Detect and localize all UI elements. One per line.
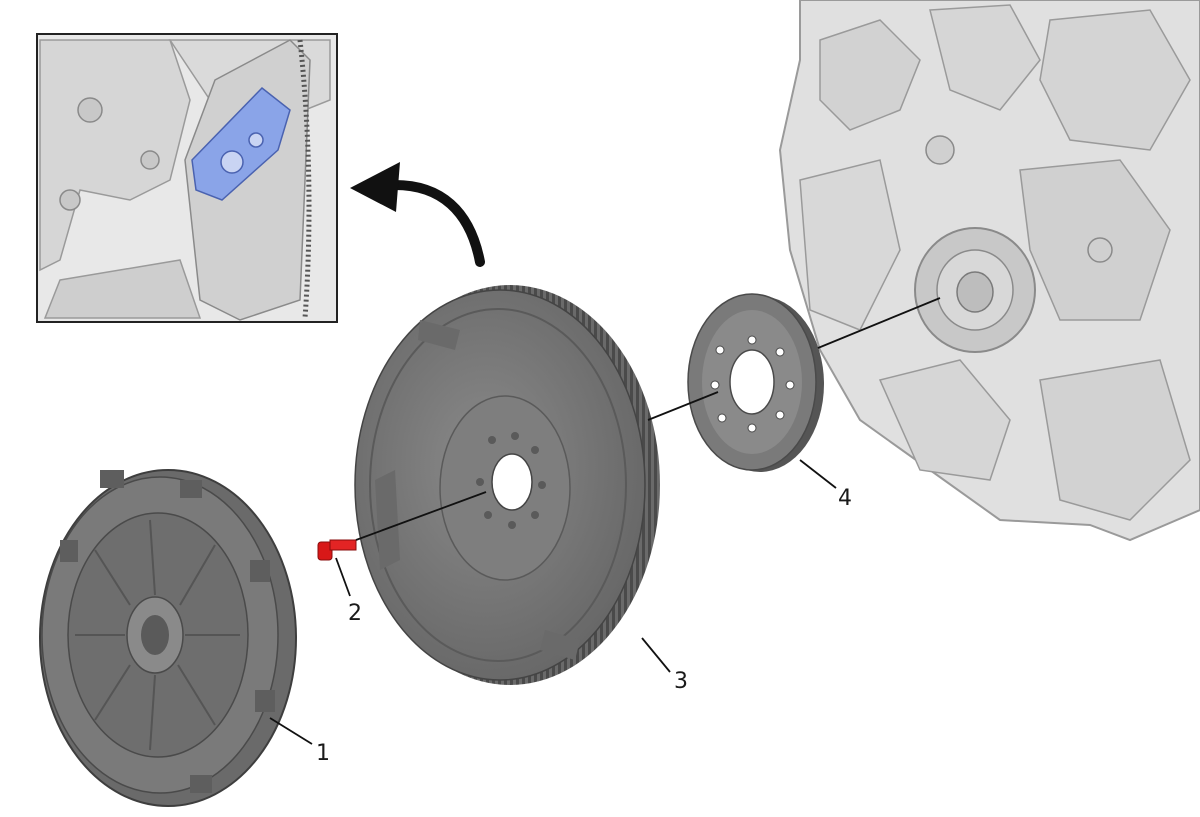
leader-lines: [269, 297, 941, 745]
crankshaft-spacer: [687, 293, 824, 472]
callout-4: 4: [838, 486, 852, 511]
clutch-pressure-plate: [39, 469, 297, 807]
flywheel: [354, 285, 660, 685]
callout-2: 2: [348, 601, 362, 626]
callout-1: 1: [316, 741, 330, 766]
curved-arrow-icon: [350, 162, 485, 267]
callout-3: 3: [674, 669, 688, 694]
flywheel-bolt: [317, 539, 357, 561]
highlighted-bracket: [191, 86, 291, 201]
engine-block: [778, 0, 1200, 542]
detail-inset: [36, 33, 338, 323]
